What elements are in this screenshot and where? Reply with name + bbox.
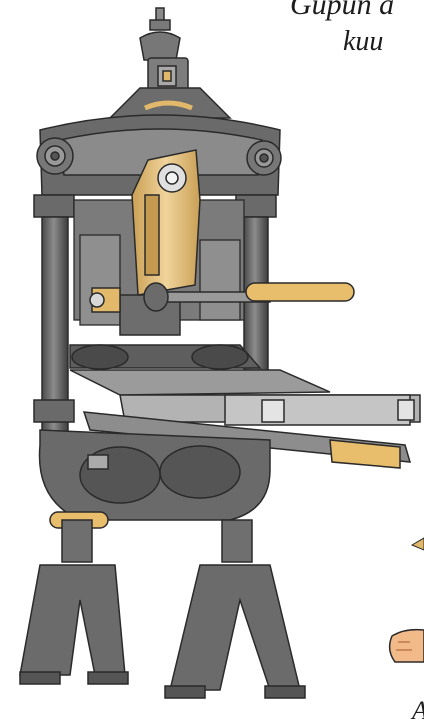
- hand-illustration: [388, 628, 424, 663]
- crown-finial: [108, 7, 232, 119]
- legs: [19, 519, 306, 699]
- brass-toggle-link: [131, 149, 201, 296]
- caption-line-1: Gupun a: [290, 0, 395, 21]
- small-tool-mark: [410, 537, 424, 551]
- press-bed: [69, 369, 421, 469]
- top-beam: [36, 114, 282, 196]
- caption-corner-letter: A: [412, 696, 424, 726]
- left-column: [33, 194, 75, 448]
- press-handle: [89, 282, 355, 313]
- lower-frame: [38, 429, 271, 529]
- caption-line-2: kuu: [343, 26, 384, 57]
